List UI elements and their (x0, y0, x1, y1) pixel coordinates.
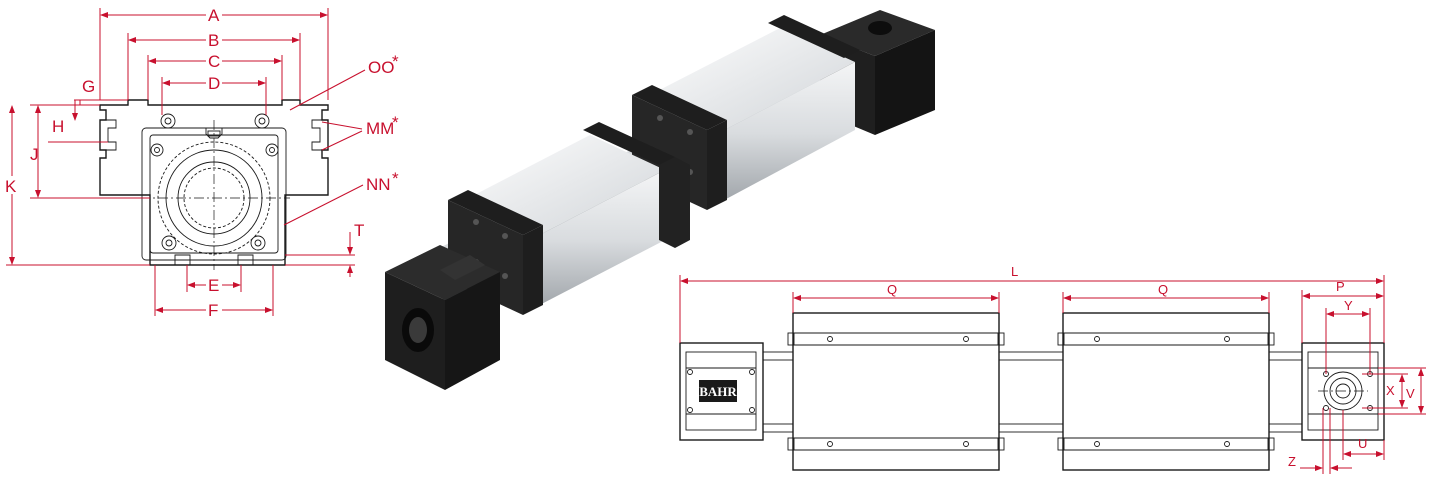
side-view-carriage-1 (792, 312, 1000, 471)
dim-label-b: B (208, 31, 219, 50)
bahr-logo (699, 380, 737, 402)
side-view-left-end (679, 342, 764, 441)
dim-label-oo: OO (368, 58, 394, 77)
side-view-carriage-2 (1062, 312, 1270, 471)
dim-label-q-1: Q (887, 282, 897, 297)
dim-label-nn: NN (366, 175, 391, 194)
bahr-logo-text: BAHR (699, 384, 737, 399)
dim-label-d: D (208, 74, 220, 93)
dim-label-p: P (1336, 279, 1345, 294)
dim-label-mm: MM (366, 119, 394, 138)
dim-label-u: U (1358, 436, 1367, 451)
side-view-dimensions: L Q Q P Y X V U (679, 261, 1426, 474)
front-carriage (448, 122, 690, 315)
asterisk-oo: * (392, 52, 399, 71)
end-view-drawing (99, 99, 329, 270)
dim-label-l: L (1011, 264, 1018, 279)
asterisk-mm: * (392, 113, 399, 132)
dim-label-f: F (208, 301, 218, 320)
end-view-dimensions: A B C D G H J K (3, 5, 399, 320)
dim-label-c: C (208, 52, 220, 71)
side-view-drawing: BAHR (679, 312, 1385, 471)
dim-label-v: V (1406, 386, 1415, 401)
asterisk-nn: * (392, 169, 399, 188)
actuator-3d-render (385, 10, 935, 390)
dim-label-a: A (208, 6, 220, 25)
dim-label-t: T (354, 221, 364, 240)
dim-label-e: E (208, 276, 219, 295)
dim-label-g: G (82, 77, 95, 96)
near-end-block (385, 245, 500, 390)
dim-label-z: Z (1288, 454, 1296, 469)
dim-label-y: Y (1344, 298, 1353, 313)
dim-label-h: H (52, 117, 64, 136)
dim-label-q-2: Q (1158, 282, 1168, 297)
dim-label-k: K (5, 177, 17, 196)
dim-label-x: X (1386, 383, 1395, 398)
dim-label-j: J (30, 145, 39, 164)
